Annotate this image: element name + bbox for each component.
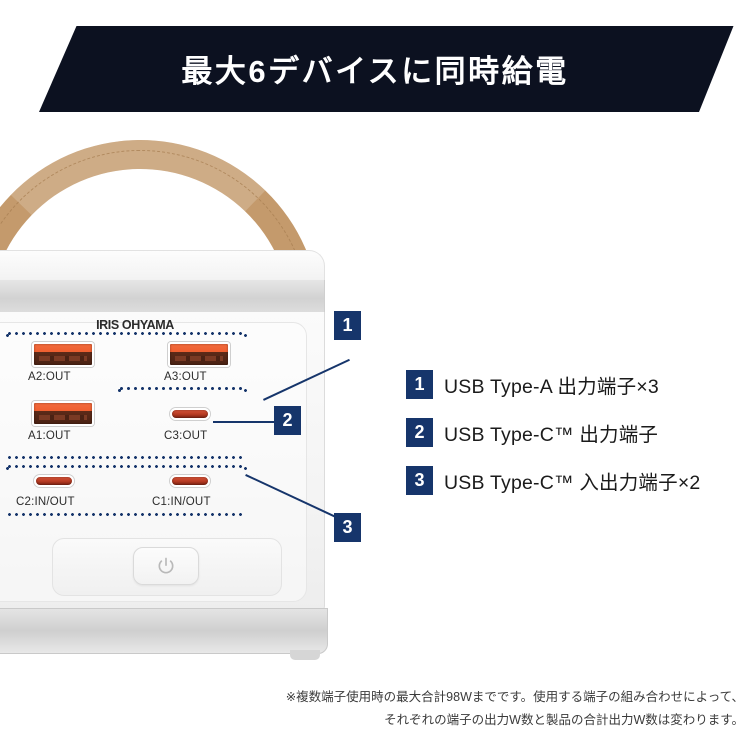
legend-badge-1: 1 — [406, 369, 433, 399]
banner-title: 最大6デバイスに同時給電 — [181, 53, 569, 89]
port-a2 — [32, 342, 94, 367]
device-top-edge — [0, 250, 325, 284]
power-icon — [158, 557, 174, 574]
port-c2 — [34, 475, 74, 487]
legend-label-3: USB Type-C™ 入出力端子×2 — [444, 471, 701, 494]
legend-badge-2: 2 — [406, 417, 433, 447]
device-bevel — [0, 280, 325, 314]
device-foot — [290, 650, 320, 660]
brand-logo: IRIS OHYAMA — [96, 318, 174, 332]
legend-item-3: 3 USB Type-C™ 入出力端子×2 — [406, 456, 746, 504]
port-a2-label: A2:OUT — [28, 371, 71, 383]
legend-badge-3: 3 — [406, 465, 433, 495]
legend-list: 1 USB Type-A 出力端子×3 2 USB Type-C™ 出力端子 3… — [406, 360, 746, 504]
port-c1-label: C1:IN/OUT — [152, 496, 211, 508]
device-base — [0, 608, 328, 654]
callout-leader-2 — [213, 421, 275, 423]
callout-badge-2: 2 — [274, 406, 301, 435]
legend-label-1: USB Type-A 出力端子×3 — [444, 375, 659, 398]
footer-disclaimer: ※複数端子使用時の最大合計98Wまでです。使用する端子の組み合わせによって、 そ… — [0, 686, 744, 732]
callout-badge-3: 3 — [334, 513, 361, 542]
legend-item-1: 1 USB Type-A 出力端子×3 — [406, 360, 746, 408]
footer-line-1: ※複数端子使用時の最大合計98Wまでです。使用する端子の組み合わせによって、 — [285, 690, 744, 704]
power-button[interactable] — [133, 547, 199, 585]
port-c1 — [170, 475, 210, 487]
port-c3 — [170, 408, 210, 420]
port-a1 — [32, 401, 94, 426]
product-illustration: IRIS OHYAMA A2:OUT A3:OUT A1:OUT C3:OUT … — [0, 130, 370, 660]
legend-item-2: 2 USB Type-C™ 出力端子 — [406, 408, 746, 456]
port-a1-label: A1:OUT — [28, 430, 71, 442]
header-banner: 最大6デバイスに同時給電 — [0, 26, 750, 112]
banner-shape — [39, 26, 734, 112]
port-c3-label: C3:OUT — [164, 430, 208, 442]
port-c2-label: C2:IN/OUT — [16, 496, 75, 508]
callout-badge-1: 1 — [334, 311, 361, 340]
legend-label-2: USB Type-C™ 出力端子 — [444, 423, 659, 446]
port-a3-label: A3:OUT — [164, 371, 207, 383]
port-a3 — [168, 342, 230, 367]
footer-line-2: それぞれの端子の出力W数と製品の合計出力W数は変わります。 — [384, 713, 744, 728]
